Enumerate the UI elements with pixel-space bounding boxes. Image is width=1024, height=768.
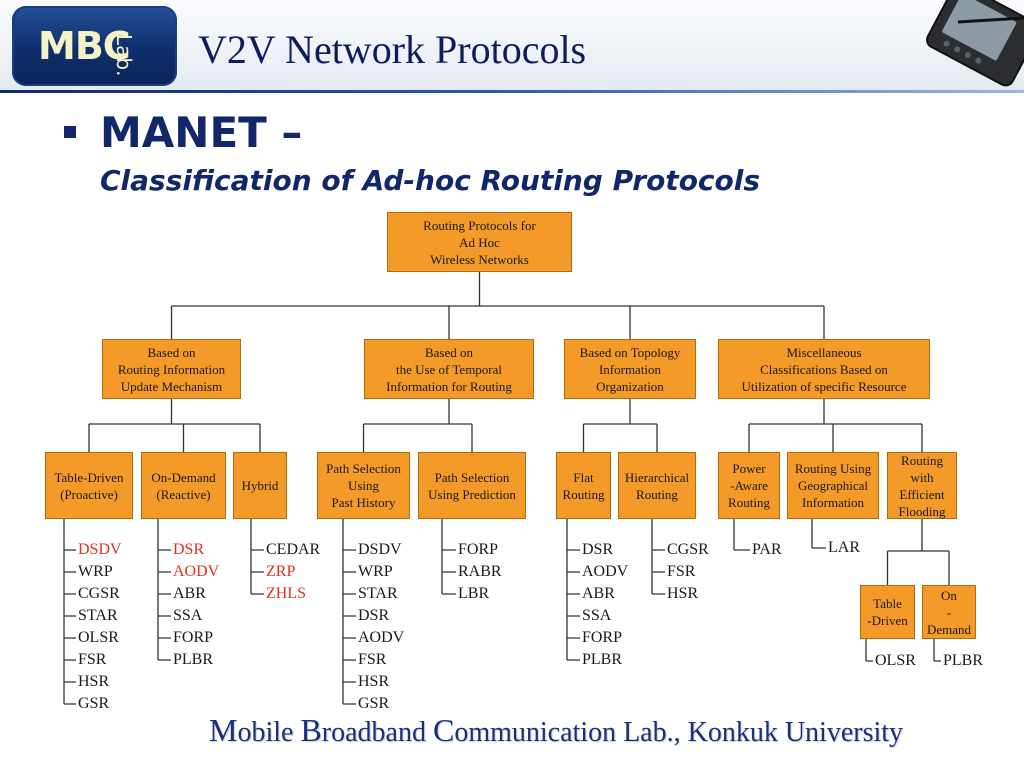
protocol-label: LBR — [458, 585, 490, 602]
protocol-label: WRP — [358, 563, 393, 580]
protocol-label: DSDV — [358, 541, 402, 558]
protocol-label: GSR — [358, 695, 390, 712]
subcategory-node: Hybrid — [233, 452, 287, 519]
protocol-label: CEDAR — [266, 541, 321, 558]
bullet-subheading: Classification of Ad-hoc Routing Protoco… — [100, 164, 761, 197]
subcategory-node: Flat Routing — [556, 452, 611, 519]
protocol-label: AODV — [582, 563, 629, 580]
footer-text: roadband — [321, 717, 433, 748]
footer-initial: B — [300, 712, 322, 748]
header-divider — [0, 90, 1024, 93]
connector-line — [865, 639, 873, 662]
protocol-label: HSR — [358, 673, 390, 690]
category-node: Based on the Use of Temporal Information… — [364, 339, 534, 399]
protocol-label: CGSR — [78, 585, 120, 602]
protocol-label: CGSR — [667, 541, 709, 558]
connector-line — [157, 519, 171, 661]
protocol-label: SSA — [582, 607, 612, 624]
connector-line — [933, 639, 941, 662]
connector-line — [63, 519, 76, 705]
protocol-label: FORP — [173, 629, 214, 646]
protocol-label: WRP — [78, 563, 113, 580]
protocol-label: ZHLS — [266, 585, 306, 602]
footer-initial: M — [209, 712, 238, 748]
protocol-label: HSR — [667, 585, 699, 602]
subcategory-node: Routing Using Geographical Information — [787, 452, 879, 519]
protocol-label: PLBR — [582, 651, 623, 668]
bullet-heading: MANET – — [100, 108, 303, 157]
protocol-label: OLSR — [875, 652, 916, 669]
protocol-label: HSR — [78, 673, 110, 690]
subcategory-node: Path Selection Using Past History — [317, 452, 410, 519]
protocol-label: FSR — [78, 651, 107, 668]
connector-line — [733, 519, 750, 551]
protocol-label: DSR — [358, 607, 390, 624]
subcategory-node: Routing with Efficient Flooding — [887, 452, 957, 519]
bullet-marker — [64, 126, 76, 138]
protocol-label: LAR — [828, 539, 860, 556]
protocol-label: FORP — [458, 541, 499, 558]
protocol-label: ABR — [173, 585, 206, 602]
protocol-label: FSR — [358, 651, 387, 668]
subcategory-node: Table -Driven — [860, 585, 915, 639]
protocol-label: SSA — [173, 607, 203, 624]
footer-initial: C — [432, 712, 455, 748]
subcategory-node: On-Demand (Reactive) — [141, 452, 226, 519]
subcategory-node: On -Demand — [922, 585, 976, 639]
connector-line — [566, 519, 580, 661]
protocol-label: FORP — [582, 629, 623, 646]
category-node: Based on Topology Information Organizati… — [564, 339, 696, 399]
subcategory-node: Path Selection Using Prediction — [418, 452, 526, 519]
protocol-label: ZRP — [266, 563, 296, 580]
protocol-label: DSDV — [78, 541, 122, 558]
connector-line — [250, 519, 264, 595]
slide-title: V2V Network Protocols — [198, 27, 587, 72]
protocol-label: PLBR — [173, 651, 214, 668]
footer-text: ommunication Lab., Konkuk University — [454, 717, 904, 748]
subcategory-node: Hierarchical Routing — [618, 452, 696, 519]
protocol-label: DSR — [582, 541, 614, 558]
subcategory-node: Power -Aware Routing — [718, 452, 780, 519]
logo-text: MBC — [38, 24, 131, 68]
protocol-label: AODV — [173, 563, 220, 580]
protocol-label: ABR — [582, 585, 615, 602]
protocol-label: DSR — [173, 541, 205, 558]
protocol-label: AODV — [358, 629, 405, 646]
category-node: Based on Routing Information Update Mech… — [102, 339, 241, 399]
category-node: Miscellaneous Classifications Based on U… — [718, 339, 930, 399]
protocol-label: RABR — [458, 563, 502, 580]
protocol-label: OLSR — [78, 629, 119, 646]
connector-line — [342, 519, 356, 705]
protocol-label: PAR — [752, 541, 782, 558]
protocol-label: STAR — [78, 607, 118, 624]
root-node: Routing Protocols for Ad Hoc Wireless Ne… — [387, 212, 572, 272]
protocol-label: FSR — [667, 563, 696, 580]
protocol-label: GSR — [78, 695, 110, 712]
footer-text: obile — [237, 717, 301, 748]
subcategory-node: Table-Driven (Proactive) — [45, 452, 133, 519]
pda-device-icon — [926, 0, 1024, 87]
protocol-label: PLBR — [943, 652, 984, 669]
connector-line — [811, 519, 826, 549]
connector-line — [441, 519, 456, 595]
connector-line — [651, 519, 665, 595]
mbc-lab-logo: MBC Lab. — [12, 6, 177, 86]
footer-lab-name: Mobile Broadband Communication Lab., Kon… — [209, 712, 903, 749]
protocol-label: STAR — [358, 585, 398, 602]
